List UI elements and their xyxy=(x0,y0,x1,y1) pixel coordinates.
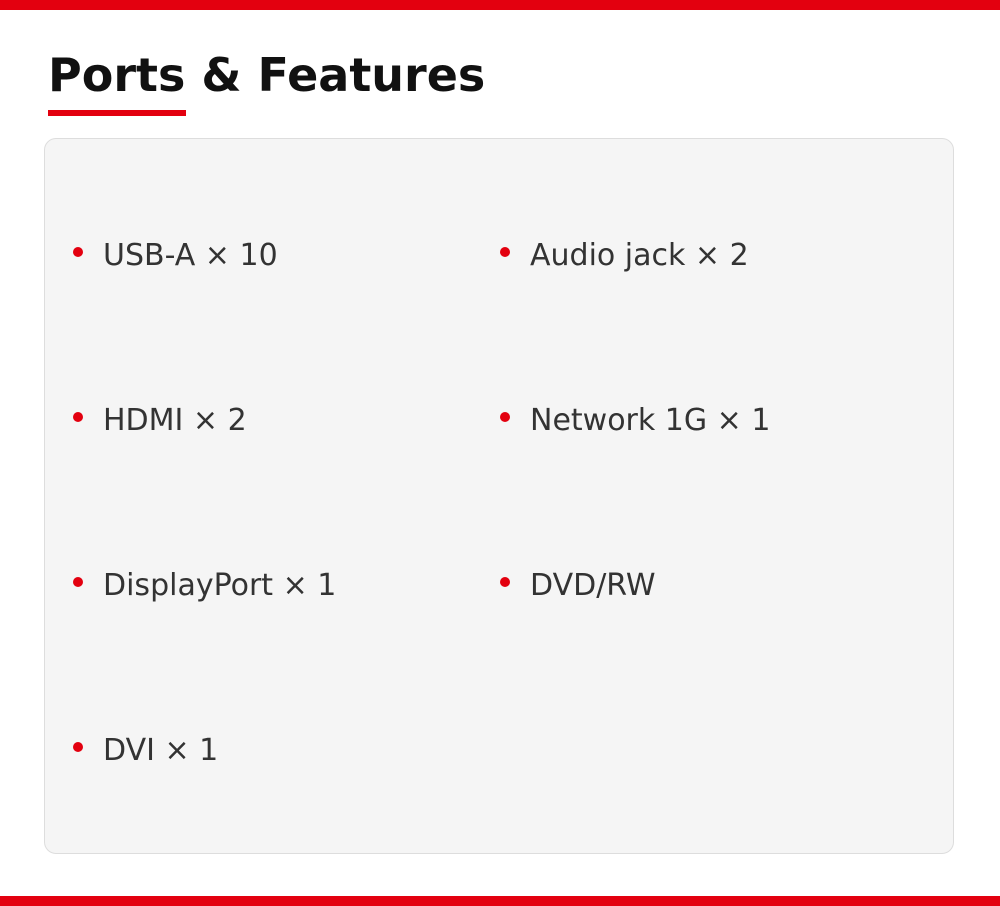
bullet-icon xyxy=(500,247,510,257)
bullet-icon xyxy=(73,247,83,257)
feature-label: DVD/RW xyxy=(530,568,656,603)
feature-label: DisplayPort × 1 xyxy=(103,568,337,603)
feature-label: HDMI × 2 xyxy=(103,403,247,438)
feature-item-dvi: DVI × 1 xyxy=(73,731,218,771)
feature-item-dvd-rw: DVD/RW xyxy=(500,566,656,606)
bullet-icon xyxy=(73,412,83,422)
feature-label: DVI × 1 xyxy=(103,733,219,768)
bullet-icon xyxy=(73,577,83,587)
features-panel: USB-A × 10 HDMI × 2 DisplayPort × 1 DVI … xyxy=(44,138,954,854)
feature-label: Network 1G × 1 xyxy=(530,403,771,438)
feature-label: Audio jack × 2 xyxy=(530,238,749,273)
feature-item-audio-jack: Audio jack × 2 xyxy=(500,236,749,276)
feature-item-displayport: DisplayPort × 1 xyxy=(73,566,336,606)
bullet-icon xyxy=(73,742,83,752)
top-accent-bar xyxy=(0,0,1000,10)
bullet-icon xyxy=(500,412,510,422)
feature-item-usb-a: USB-A × 10 xyxy=(73,236,278,276)
title-underline xyxy=(48,110,186,116)
feature-item-hdmi: HDMI × 2 xyxy=(73,401,247,441)
bottom-accent-bar xyxy=(0,896,1000,906)
feature-item-network: Network 1G × 1 xyxy=(500,401,770,441)
bullet-icon xyxy=(500,577,510,587)
feature-label: USB-A × 10 xyxy=(103,238,278,273)
page-title: Ports & Features xyxy=(48,48,486,102)
